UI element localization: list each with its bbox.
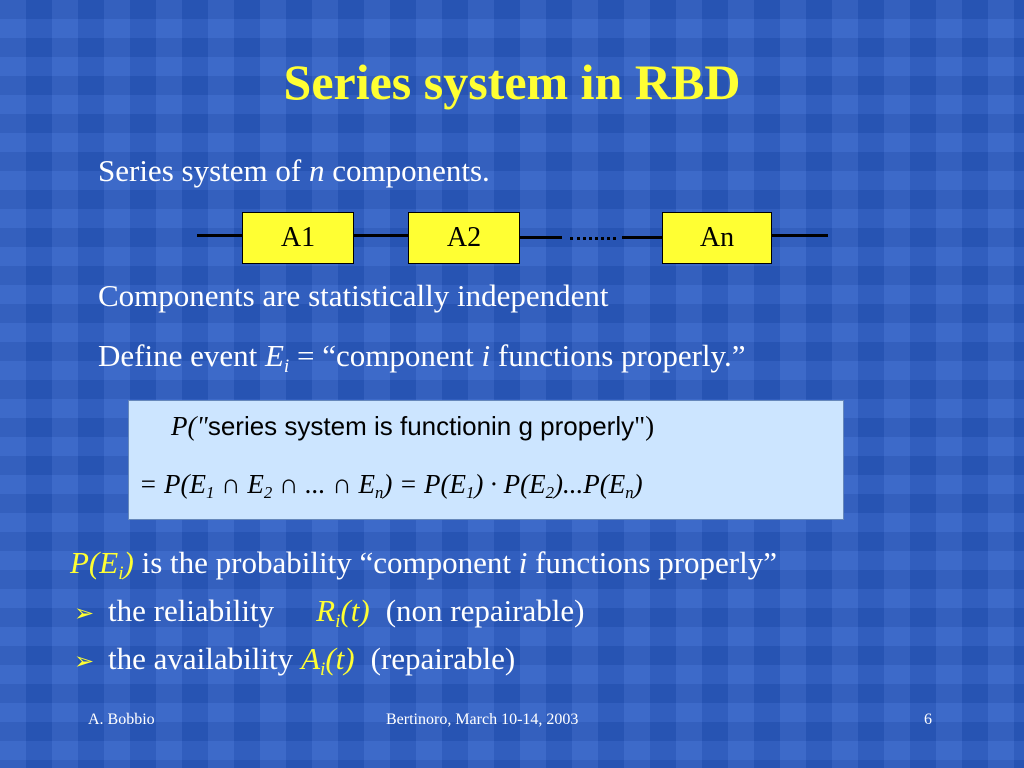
bullet-sym: A [301, 641, 321, 676]
formula-l1-text: series system is functionin g properly [207, 411, 635, 441]
define-suffix: functions properly.” [490, 338, 746, 373]
arrow-bullet-icon: ➢ [74, 601, 95, 627]
formula-end: ) [633, 469, 643, 499]
formula-dots: )...P(E [554, 469, 626, 499]
definition-text-a: is the probability “component [133, 545, 519, 580]
formula-sub-1: 1 [205, 483, 215, 503]
footer-venue: Bertinoro, March 10-14, 2003 [386, 711, 579, 728]
formula-mid: ) = P(E [383, 469, 467, 499]
footer-author: A. Bobbio [88, 711, 155, 728]
slide-title: Series system in RBD [283, 54, 741, 110]
block-a2: A2 [408, 212, 520, 264]
define-var: E [264, 338, 284, 373]
wire-an-in [622, 236, 662, 239]
intro-suffix: components. [324, 153, 490, 188]
define-ivar: i [481, 338, 491, 373]
wire-a2-out [520, 236, 562, 239]
bullet-sym: R [316, 593, 336, 628]
arrow-bullet-icon: ➢ [74, 649, 95, 675]
formula-sub-n: n [374, 483, 384, 503]
definition-line: P(Ei) is the probability “component i fu… [70, 544, 777, 584]
intro-line: Series system of n components. [98, 152, 490, 190]
pe-sub: i [118, 562, 124, 584]
formula-sub-nb: n [625, 483, 634, 503]
bullet-note: (repairable) [370, 641, 516, 676]
bullet-sub: i [320, 658, 326, 680]
formula-cap-1: ∩ E [214, 469, 264, 499]
bullet-label: the reliability [108, 593, 275, 628]
formula-l1-rhs: ") [634, 411, 655, 441]
formula-l1-lhs: P(" [171, 411, 208, 441]
formula-p1: P(E [163, 469, 206, 499]
intro-prefix: Series system of [98, 153, 309, 188]
bullet-label: the availability [108, 641, 294, 676]
footer-page-number: 6 [924, 711, 932, 728]
definition-text-b: functions properly” [527, 545, 777, 580]
block-a1: A1 [242, 212, 354, 264]
intro-var: n [308, 153, 325, 188]
formula-sub-2b: 2 [545, 483, 554, 503]
define-prefix: Define event [98, 338, 265, 373]
formula-sub-2: 2 [263, 483, 273, 503]
formula-cap-2: ∩ ... ∩ E [272, 469, 375, 499]
bullet-sub: i [335, 610, 341, 632]
wire-a1-a2 [354, 234, 408, 237]
define-line: Define event Ei = “component i functions… [98, 337, 746, 377]
pe-prefix: P(E [70, 545, 119, 580]
block-an: An [662, 212, 772, 264]
bullet-arg: (t) [340, 593, 370, 628]
define-equals: = “component [289, 338, 482, 373]
formula-line-2: = P(E1 ∩ E2 ∩ ... ∩ En) = P(E1) · P(E2).… [139, 467, 643, 501]
formula-sub-1b: 1 [466, 483, 475, 503]
formula-dot: ) · P(E [474, 469, 546, 499]
define-sub: i [283, 355, 290, 377]
formula-line-1: P("series system is functionin g properl… [171, 409, 654, 443]
bullet-arg: (t) [325, 641, 355, 676]
pe-suffix: ) [123, 545, 134, 580]
ellipsis-dots [570, 237, 616, 240]
wire-out [772, 234, 828, 237]
definition-ivar: i [518, 545, 528, 580]
formula-eq: = [139, 469, 164, 499]
wire-in [197, 234, 242, 237]
formula-box: P("series system is functionin g properl… [128, 400, 844, 520]
bullet-note: (non repairable) [385, 593, 585, 628]
bullet-reliability: ➢ the reliability Ri(t) (non repairable) [74, 592, 585, 633]
independence-line: Components are statistically independent [98, 278, 609, 313]
